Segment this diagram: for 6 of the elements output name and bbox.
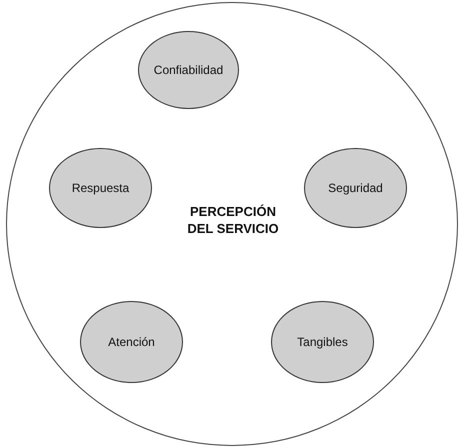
dimension-label: Atención <box>108 335 155 349</box>
dimension-label: Respuesta <box>72 181 130 195</box>
center-title: PERCEPCIÓN DEL SERVICIO <box>186 203 280 237</box>
dimension-label: Confiabilidad <box>154 63 224 77</box>
dimension-label: Tangibles <box>297 335 348 349</box>
dimension-label: Seguridad <box>328 181 383 195</box>
